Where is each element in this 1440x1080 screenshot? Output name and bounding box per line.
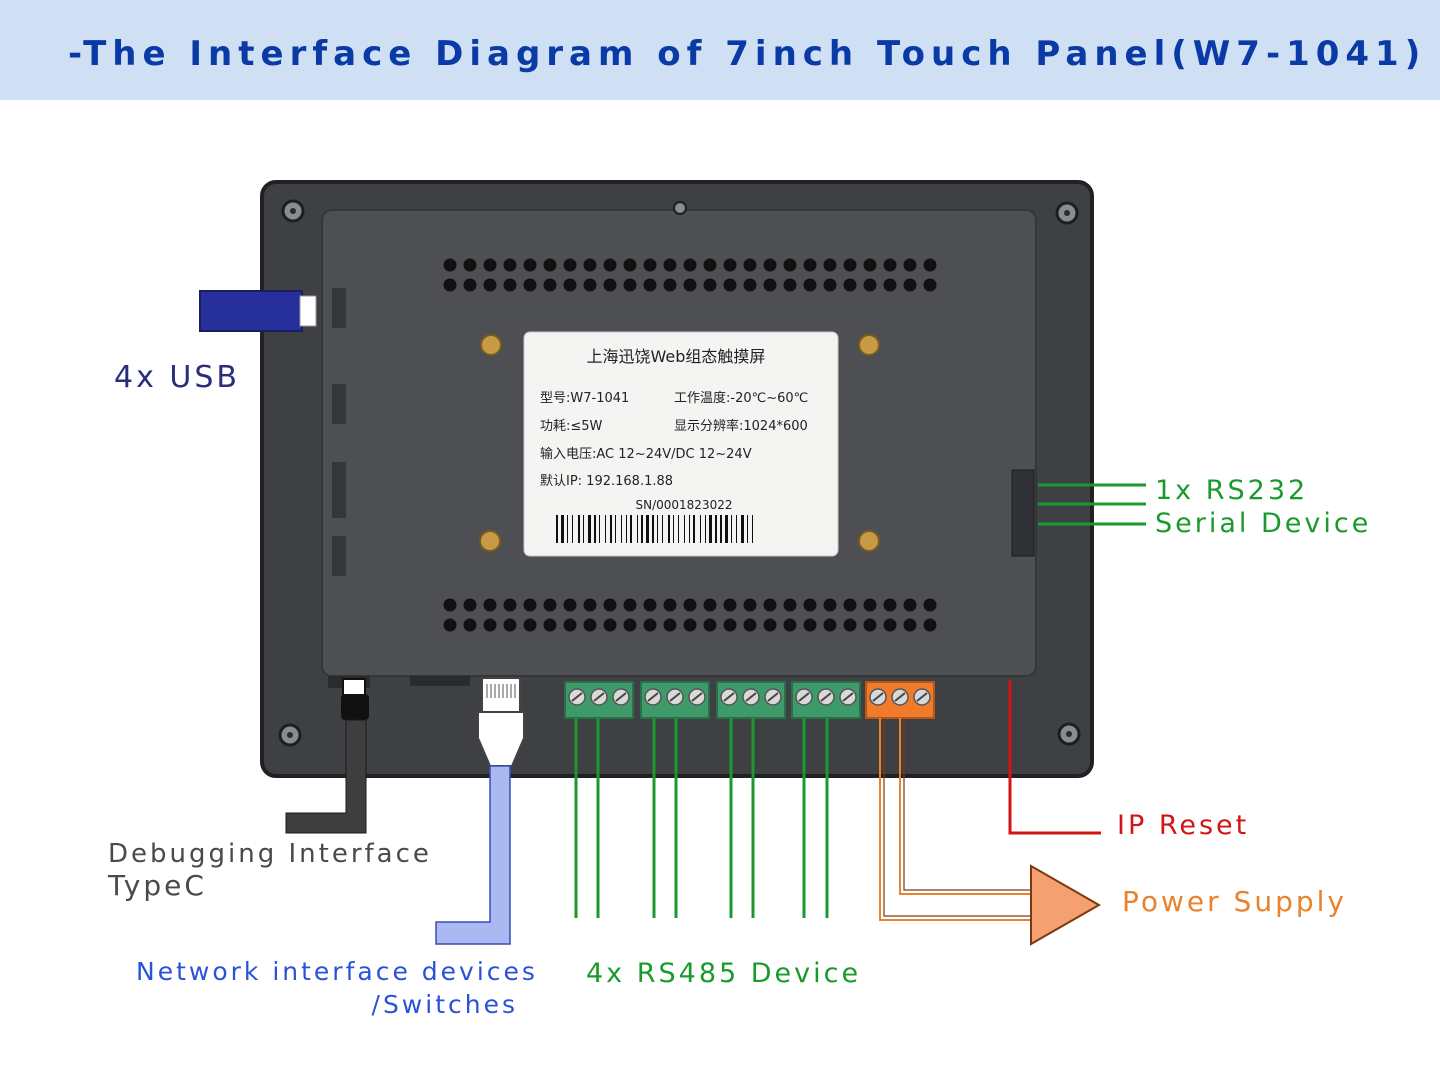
nameplate-power: 功耗:≤5W <box>540 419 603 434</box>
network-label-line1: Network interface devices <box>136 957 538 986</box>
barcode <box>556 515 753 543</box>
nameplate-serial: SN/0001823022 <box>636 498 733 512</box>
ip-reset-wire <box>1008 680 1101 835</box>
nameplate-temperature: 工作温度:-20℃~60℃ <box>674 390 808 406</box>
terminal-block <box>865 681 935 719</box>
debug-interface-label: Debugging Interface TypeC <box>108 838 432 902</box>
nameplate-resolution: 显示分辨率:1024*600 <box>674 418 808 434</box>
rs232-label-line2: Serial Device <box>1155 508 1372 539</box>
rs485-wires <box>574 718 829 918</box>
rs232-label-line1: 1x RS232 <box>1155 475 1309 506</box>
usb-label: 4x USB <box>114 360 240 395</box>
nameplate-model: 型号:W7-1041 <box>540 391 629 406</box>
page-title: -The Interface Diagram of 7inch Touch Pa… <box>68 34 1427 74</box>
rs485-label: 4x RS485 Device <box>586 958 862 989</box>
mount-insert-icon <box>479 334 880 552</box>
ethernet-cable-icon <box>435 677 525 945</box>
rs232-port <box>1011 469 1035 557</box>
nameplate-default-ip: 默认IP: 192.168.1.88 <box>540 473 673 489</box>
power-supply-label: Power Supply <box>1122 885 1347 918</box>
rs232-label: 1x RS232 Serial Device <box>1155 474 1371 540</box>
rs232-wires <box>1038 483 1146 526</box>
terminal-blocks <box>564 681 935 719</box>
debug-label-line1: Debugging Interface <box>108 839 432 869</box>
network-label: Network interface devices /Switches <box>136 955 538 1021</box>
network-label-line2: /Switches <box>371 990 518 1019</box>
nameplate: 上海迅饶Web组态触摸屏 型号:W7-1041 工作温度:-20℃~60℃ 功耗… <box>523 331 839 557</box>
debug-label-line2: TypeC <box>108 869 207 902</box>
vent-bottom <box>440 596 940 634</box>
usb-port-slots <box>332 288 346 576</box>
power-supply-arrow-icon <box>879 718 1102 946</box>
nameplate-title: 上海迅饶Web组态触摸屏 <box>587 347 766 366</box>
ip-reset-label: IP Reset <box>1117 810 1250 841</box>
nameplate-input-voltage: 输入电压:AC 12~24V/DC 12~24V <box>540 446 752 462</box>
usb-stick-icon <box>199 290 317 332</box>
terminal-block <box>791 681 861 719</box>
touch-panel-back: 上海迅饶Web组态触摸屏 型号:W7-1041 工作温度:-20℃~60℃ 功耗… <box>260 180 1094 778</box>
screw-icon <box>278 199 1081 747</box>
terminal-block <box>564 681 634 719</box>
typec-cable-icon <box>285 678 369 834</box>
button-slot <box>410 676 470 686</box>
vent-top <box>440 256 940 294</box>
terminal-block <box>640 681 710 719</box>
header-banner: -The Interface Diagram of 7inch Touch Pa… <box>0 0 1440 100</box>
terminal-block <box>716 681 786 719</box>
